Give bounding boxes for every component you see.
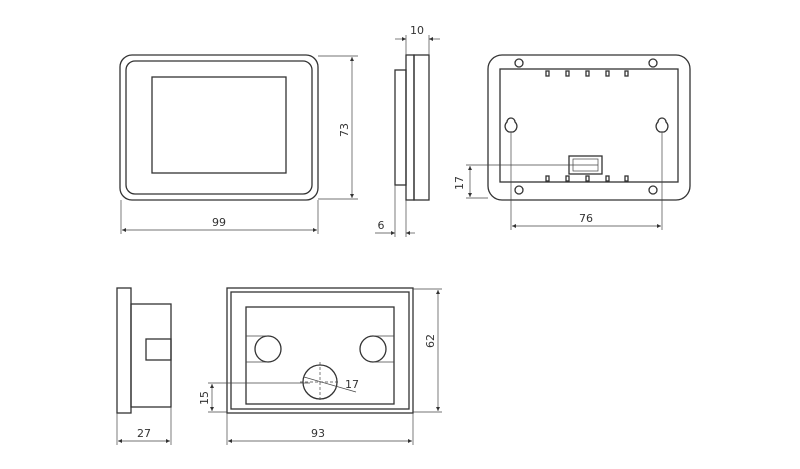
dim-hole-spacing: 76 bbox=[579, 212, 593, 225]
box-side-view: 27 bbox=[116, 287, 172, 445]
dim-hole-diameter: 17 bbox=[345, 378, 359, 391]
dim-side-step: 6 bbox=[378, 219, 385, 232]
back-view: 17 76 bbox=[453, 54, 691, 230]
side-view: 10 6 bbox=[375, 24, 440, 237]
dim-box-height: 62 bbox=[424, 334, 437, 348]
dim-box-depth: 27 bbox=[137, 427, 151, 440]
dim-front-height: 73 bbox=[338, 123, 351, 137]
box-front-view: 17 15 62 93 bbox=[198, 287, 442, 445]
keyhole-icon bbox=[504, 117, 518, 133]
dim-front-width: 99 bbox=[212, 216, 226, 229]
front-view: 73 99 bbox=[119, 54, 358, 234]
dim-box-width: 93 bbox=[311, 427, 325, 440]
dim-hole-offset: 15 bbox=[198, 391, 211, 405]
dim-side-depth: 10 bbox=[410, 24, 424, 37]
keyhole-icon bbox=[655, 117, 669, 133]
screw-icons bbox=[514, 58, 658, 195]
dim-connector-height: 17 bbox=[453, 176, 466, 190]
